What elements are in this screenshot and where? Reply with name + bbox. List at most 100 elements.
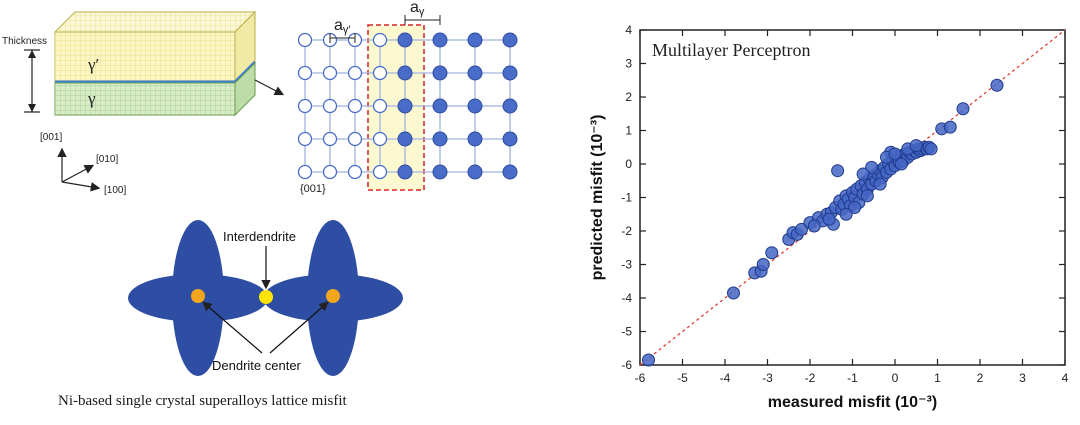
data-point (756, 258, 770, 271)
gamma-prime-atom (372, 65, 388, 81)
y-tick-label: -5 (621, 325, 632, 339)
x-tick-label: 4 (1062, 371, 1069, 385)
x-tick-label: -6 (635, 371, 646, 385)
gamma-atom (432, 164, 448, 180)
interface-line-side (233, 60, 257, 84)
points-layer (642, 78, 1004, 367)
x-tick-label: -3 (762, 371, 773, 385)
data-point (990, 78, 1004, 92)
dendrite-center-right (326, 289, 340, 303)
data-point (839, 207, 853, 221)
data-point (888, 147, 902, 161)
gamma-prime-atom (322, 65, 338, 81)
chart-title: Multilayer Perceptron (652, 40, 810, 60)
gamma-prime-atom (372, 131, 388, 147)
gamma-atom (467, 131, 483, 147)
gamma-atom (502, 32, 518, 48)
gamma-prime-atom (347, 98, 363, 114)
gamma-prime-atom (372, 164, 388, 180)
lattice-diagram (297, 24, 518, 191)
a-gamma-prime-label: aγ′ (334, 17, 350, 36)
gamma-atom (432, 131, 448, 147)
gamma-atom (502, 164, 518, 180)
gamma-atom (397, 164, 413, 180)
x-tick-label: 3 (1019, 371, 1026, 385)
axis-100-label: [100] (104, 185, 126, 196)
gamma-atom (502, 131, 518, 147)
data-point (909, 139, 923, 153)
slab-top-grid (55, 12, 255, 32)
a-gamma-label: aγ (410, 0, 425, 18)
gamma-prime-atom (372, 32, 388, 48)
gamma-atom (432, 65, 448, 81)
x-tick-label: -2 (805, 371, 816, 385)
gamma-prime-atom (322, 131, 338, 147)
thickness-arrow-down (28, 104, 36, 112)
y-tick-label: 1 (625, 124, 632, 138)
gamma-prime-atom (297, 98, 313, 114)
thickness-label: Thickness (2, 36, 47, 47)
y-tick-label: -1 (621, 191, 632, 205)
data-point (795, 222, 808, 236)
y-tick-label: 2 (625, 90, 632, 104)
gamma-prime-label: γ′ (87, 55, 99, 74)
gamma-atom (467, 164, 483, 180)
y-tick-label: 0 (625, 157, 632, 171)
data-point (924, 142, 938, 156)
gamma-prime-atom (297, 164, 313, 180)
x-tick-label: 0 (892, 371, 899, 385)
gamma-atom (502, 65, 518, 81)
thickness-arrow-up (28, 50, 36, 58)
data-point (642, 353, 655, 367)
dendrite-diagram: Interdendrite Dendrite center (128, 220, 403, 376)
y-tick-label: -3 (621, 258, 632, 272)
x-tick-label: -5 (677, 371, 688, 385)
data-point (856, 167, 870, 181)
x-tick-label: 2 (977, 371, 984, 385)
y-tick-label: 3 (625, 57, 632, 71)
figure-caption: Ni-based single crystal superalloys latt… (58, 393, 347, 409)
gamma-atom (397, 131, 413, 147)
pointer-arrow (254, 79, 285, 96)
gamma-prime-atom (322, 98, 338, 114)
crystal-axes: [001] [010] [100] (40, 132, 126, 196)
gamma-atom (397, 98, 413, 114)
gamma-prime-grid (55, 32, 235, 82)
gamma-atom (467, 98, 483, 114)
interdendrite-point (259, 290, 273, 304)
gamma-atom (432, 32, 448, 48)
gamma-atom (432, 98, 448, 114)
data-point (831, 164, 845, 178)
center-arrow-right (269, 301, 329, 354)
y-axis-label: predicted misfit (10⁻³) (589, 115, 606, 281)
gamma-atom (467, 32, 483, 48)
axis-001-label: [001] (40, 132, 62, 143)
gamma-prime-atom (297, 32, 313, 48)
interface-box (367, 24, 425, 191)
lattice-parameters: aγ′ aγ (329, 0, 441, 43)
x-axis-label: measured misfit (10⁻³) (768, 394, 937, 411)
dendrite-center-left (191, 289, 205, 303)
gamma-prime-atom (297, 131, 313, 147)
gamma-atom (502, 98, 518, 114)
y-tick-label: -6 (621, 358, 632, 372)
gamma-side (234, 61, 256, 117)
y-tick-label: -2 (621, 224, 632, 238)
gamma-grid (55, 83, 235, 115)
data-point (807, 219, 821, 233)
data-point (943, 120, 957, 134)
axis-010-label: [010] (96, 154, 118, 165)
gamma-atom (397, 65, 413, 81)
axis-010-arrow (61, 164, 95, 183)
gamma-prime-atom (347, 65, 363, 81)
gamma-prime-atom (372, 98, 388, 114)
data-point (860, 189, 874, 203)
gamma-prime-atom (322, 164, 338, 180)
dendrite-center-label: Dendrite center (212, 358, 302, 373)
interdendrite-label: Interdendrite (223, 229, 296, 244)
data-point (873, 177, 887, 191)
y-tick-label: 4 (625, 23, 632, 37)
gamma-prime-atom (347, 164, 363, 180)
x-tick-label: -1 (847, 371, 858, 385)
